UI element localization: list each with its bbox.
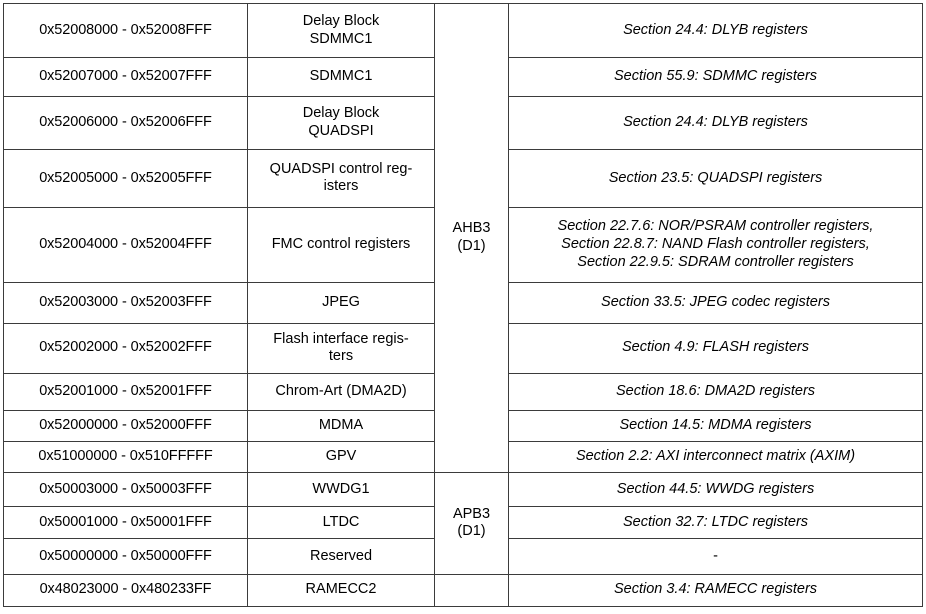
address-range-cell: 0x50000000 - 0x50000FFF [3,538,248,575]
section-link[interactable]: Section 33.5: JPEG codec registers [601,294,830,311]
section-link[interactable]: Section 55.9: SDMMC registers [613,68,818,85]
bus-label-line: (D1) [457,523,486,540]
table-row: 0x50003000 - 0x50003FFF WWDG1 APB3 (D1) … [3,471,923,575]
peripheral-line: FMC control registers [271,236,411,253]
table-row: 0x48023000 - 0x480233FF RAMECC2 Section … [3,573,923,608]
peripheral-line: Flash interface regis- [273,330,409,347]
section-reference-cell: Section 4.9: FLASH registers [508,322,923,375]
peripheral-line: QUADSPI control reg- [269,160,413,177]
register-boundary-address-table: 0x52008000 - 0x52008FFF Delay Block SDMM… [3,2,923,608]
peripheral-line: isters [323,178,359,195]
table-body: 0x52008000 - 0x52008FFF Delay Block SDMM… [3,2,923,608]
section-reference-cell: Section 24.4: DLYB registers [508,95,923,151]
table-row: 0x52005000 - 0x52005FFF QUADSPI control … [3,149,923,208]
address-range-cell: 0x48023000 - 0x480233FF [3,573,248,608]
peripheral-line: Delay Block [302,13,380,30]
section-reference-cell: Section 32.7: LTDC registers [508,506,923,540]
peripheral-line: GPV [325,447,357,464]
address-range-cell: 0x52005000 - 0x52005FFF [3,149,248,208]
peripheral-line: SDMMC1 [309,68,373,85]
section-link[interactable]: Section 22.7.6: NOR/PSRAM controller reg… [557,218,874,235]
section-reference-cell: - [508,538,923,575]
section-reference-cell: Section 33.5: JPEG codec registers [508,282,923,324]
peripheral-line: SDMMC1 [309,30,373,47]
table-row: 0x52008000 - 0x52008FFF Delay Block SDMM… [3,2,923,473]
peripheral-cell: MDMA [247,410,435,442]
section-link[interactable]: Section 24.4: DLYB registers [623,114,808,131]
section-link[interactable]: Section 3.4: RAMECC registers [613,581,818,598]
peripheral-line: Chrom-Art (DMA2D) [275,383,407,400]
peripheral-cell: Chrom-Art (DMA2D) [247,373,435,412]
table-row: 0x50000000 - 0x50000FFF Reserved - [3,538,923,575]
peripheral-line: LTDC [322,513,360,530]
peripheral-cell: QUADSPI control reg- isters [247,149,435,208]
section-link[interactable]: Section 24.4: DLYB registers [623,21,808,38]
table-row: 0x52003000 - 0x52003FFF JPEG Section 33.… [3,282,923,324]
peripheral-cell: RAMECC2 [247,573,435,608]
peripheral-cell: JPEG [247,282,435,324]
address-range-cell: 0x52002000 - 0x52002FFF [3,322,248,375]
peripheral-cell: Delay Block SDMMC1 [247,2,435,59]
section-reference-cell: Section 2.2: AXI interconnect matrix (AX… [508,440,923,473]
peripheral-cell: Flash interface regis- ters [247,322,435,375]
address-range-cell: 0x51000000 - 0x510FFFFF [3,440,248,473]
section-reference-cell: Section 23.5: QUADSPI registers [508,149,923,208]
peripheral-line: Reserved [309,547,373,564]
address-range-cell: 0x52007000 - 0x52007FFF [3,57,248,97]
table-row: 0x52000000 - 0x52000FFF MDMA Section 14.… [3,410,923,442]
table-row: 0x50001000 - 0x50001FFF LTDC Section 32.… [3,506,923,540]
section-link[interactable]: Section 14.5: MDMA registers [619,417,812,434]
peripheral-line: MDMA [318,417,364,434]
peripheral-line: RAMECC2 [305,581,377,598]
peripheral-cell: WWDG1 [247,471,435,508]
bus-cell-apb3: APB3 (D1) [434,471,509,575]
section-link[interactable]: Section 22.8.7: NAND Flash controller re… [561,236,870,253]
bus-cell-ahb3: AHB3 (D1) [434,3,509,473]
peripheral-cell: GPV [247,440,435,473]
address-range-cell: 0x50001000 - 0x50001FFF [3,506,248,540]
address-range-cell: 0x52006000 - 0x52006FFF [3,95,248,151]
peripheral-line: ters [328,348,354,365]
section-reference-cell: Section 3.4: RAMECC registers [508,573,923,608]
section-reference-cell: Section 55.9: SDMMC registers [508,57,923,97]
bus-label-line: (D1) [457,237,486,254]
table-row: 0x52007000 - 0x52007FFF SDMMC1 Section 5… [3,57,923,97]
peripheral-line: Delay Block [302,105,380,122]
bus-cell-empty [434,573,509,608]
table-row: 0x52002000 - 0x52002FFF Flash interface … [3,322,923,375]
table-row: 0x52006000 - 0x52006FFF Delay Block QUAD… [3,95,923,151]
address-range-cell: 0x50003000 - 0x50003FFF [3,471,248,508]
peripheral-cell: Delay Block QUADSPI [247,95,435,151]
peripheral-cell: FMC control registers [247,206,435,284]
section-reference-cell: Section 22.7.6: NOR/PSRAM controller reg… [508,206,923,284]
section-placeholder: - [713,547,718,564]
table-row: 0x51000000 - 0x510FFFFF GPV Section 2.2:… [3,440,923,473]
address-range-cell: 0x52003000 - 0x52003FFF [3,282,248,324]
peripheral-line: WWDG1 [312,480,370,497]
address-range-cell: 0x52008000 - 0x52008FFF [3,2,248,59]
section-link[interactable]: Section 32.7: LTDC registers [622,513,809,530]
table-row: 0x52004000 - 0x52004FFF FMC control regi… [3,206,923,284]
section-link[interactable]: Section 2.2: AXI interconnect matrix (AX… [575,447,856,464]
peripheral-cell: LTDC [247,506,435,540]
section-link[interactable]: Section 4.9: FLASH registers [622,339,809,356]
bus-label-line: AHB3 [452,220,491,237]
section-reference-cell: Section 24.4: DLYB registers [508,2,923,59]
section-link[interactable]: Section 44.5: WWDG registers [616,480,815,497]
peripheral-cell: SDMMC1 [247,57,435,97]
section-reference-cell: Section 18.6: DMA2D registers [508,373,923,412]
section-link[interactable]: Section 23.5: QUADSPI registers [608,169,823,186]
section-reference-cell: Section 14.5: MDMA registers [508,410,923,442]
section-reference-cell: Section 44.5: WWDG registers [508,471,923,508]
peripheral-line: JPEG [322,294,360,311]
peripheral-line: QUADSPI [308,122,374,139]
section-link[interactable]: Section 22.9.5: SDRAM controller registe… [577,253,854,270]
address-range-cell: 0x52001000 - 0x52001FFF [3,373,248,412]
bus-label-line: APB3 [452,505,491,522]
peripheral-cell: Reserved [247,538,435,575]
address-range-cell: 0x52000000 - 0x52000FFF [3,410,248,442]
memory-map-table-container: 0x52008000 - 0x52008FFF Delay Block SDMM… [3,2,923,608]
section-link[interactable]: Section 18.6: DMA2D registers [615,383,816,400]
address-range-cell: 0x52004000 - 0x52004FFF [3,206,248,284]
